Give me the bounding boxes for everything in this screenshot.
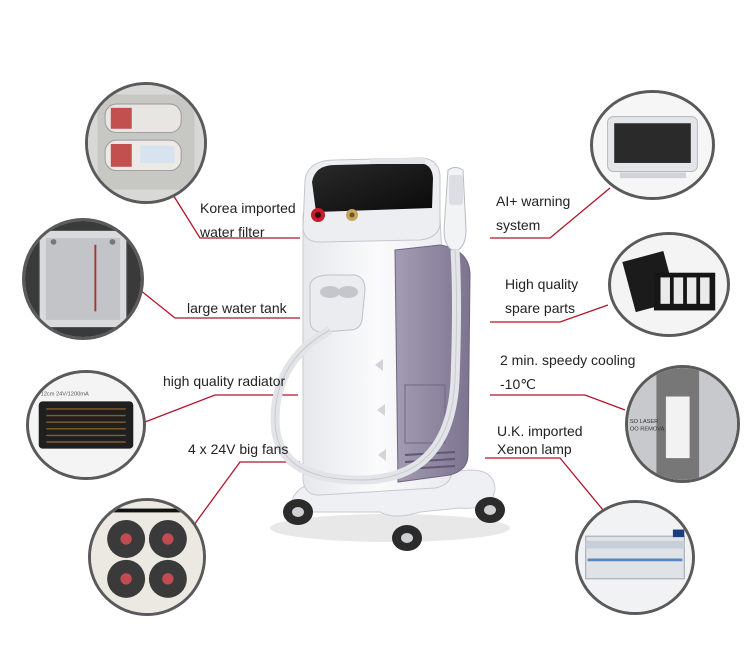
- leader-cooling: [490, 394, 626, 411]
- label-cooling: 2 min. speedy cooling -10℃: [500, 352, 636, 392]
- fans-photo: [91, 501, 203, 613]
- inset-water-tank: [22, 218, 144, 340]
- inset-fans: [88, 498, 206, 616]
- leader-water-tank: [139, 289, 300, 319]
- caster-wheels: [283, 497, 505, 551]
- label-radiator: high quality radiator: [163, 373, 286, 389]
- inset-warning-system: [590, 90, 715, 200]
- inset-spare-parts: [608, 232, 730, 337]
- leader-spare-parts: [490, 304, 609, 323]
- water-filter-photo: [88, 85, 204, 201]
- inset-radiator: 12cm 24V/1200mA: [26, 370, 146, 480]
- leader-water-filter: [169, 189, 300, 239]
- leader-radiator: [144, 394, 298, 423]
- inset-lamp: [575, 500, 695, 615]
- inset-water-filter: [85, 82, 207, 204]
- label-water-filter: Korea imported water filter: [200, 200, 296, 240]
- spare-parts-photo: [611, 235, 727, 334]
- radiator-caption: 12cm 24V/1200mA: [41, 392, 89, 398]
- leader-warning: [490, 187, 611, 239]
- label-spare-parts: High quality spare parts: [505, 276, 579, 316]
- leader-lines: [139, 187, 626, 534]
- warning-system-photo: [593, 93, 712, 197]
- leader-lamp: [485, 457, 604, 511]
- leader-fans: [187, 461, 300, 534]
- label-water-tank: large water tank: [187, 300, 287, 316]
- radiator-photo: 12cm 24V/1200mA: [29, 373, 143, 477]
- label-fans: 4 x 24V big fans: [188, 441, 289, 457]
- water-tank-photo: [25, 221, 141, 337]
- label-lamp: U.K. imported Xenon lamp: [497, 423, 583, 457]
- laser-machine: [270, 157, 510, 551]
- label-warning-system: AI+ warning system: [496, 193, 571, 233]
- lamp-photo: [578, 503, 692, 612]
